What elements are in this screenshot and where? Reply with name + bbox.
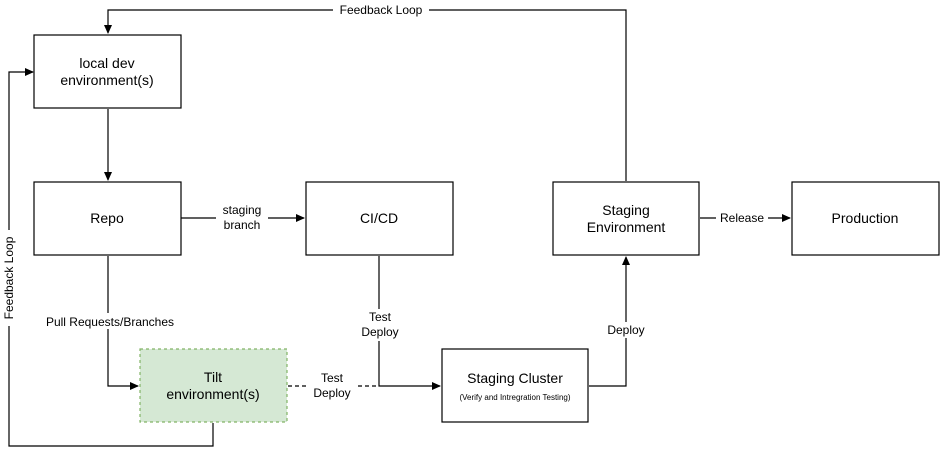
node-staging-environment-label-2: Environment <box>587 219 666 235</box>
node-production-label: Production <box>832 210 899 226</box>
edge-tilt-cluster-label-2: Deploy <box>313 386 350 400</box>
edge-stagingenv-production-label: Release <box>720 211 764 225</box>
node-tilt-label-2: environment(s) <box>166 386 259 402</box>
edge-cluster-stagingenv-label: Deploy <box>607 323 644 337</box>
edge-feedback-left <box>8 68 214 447</box>
node-cicd: CI/CD <box>305 181 454 256</box>
edge-cicd-cluster-label-2: Deploy <box>361 325 398 339</box>
node-tilt: Tilt environment(s) <box>139 348 288 423</box>
node-local-dev-label-2: environment(s) <box>60 72 153 88</box>
edge-feedback-left-label-bg <box>2 230 17 326</box>
edge-cluster-stagingenv <box>589 256 630 387</box>
node-production: Production <box>791 181 940 256</box>
edge-stagingenv-production-label-bg <box>716 210 768 226</box>
edge-cicd-cluster-label-1: Test <box>369 310 392 324</box>
node-local-dev-label-1: local dev <box>79 55 134 71</box>
edge-tilt-cluster-label-1: Test <box>321 371 344 385</box>
edge-tilt-cluster-label-bg <box>308 370 356 402</box>
node-staging-cluster: Staging Cluster (Verify and Intregration… <box>441 348 589 423</box>
node-tilt-label-1: Tilt <box>204 369 222 385</box>
edge-repo-cicd-label-1: staging <box>223 203 262 217</box>
node-staging-cluster-label: Staging Cluster <box>467 370 563 386</box>
edge-cicd-cluster-label-bg <box>354 309 406 341</box>
edge-feedback-top <box>104 9 627 181</box>
edge-feedback-left-label: Feedback Loop <box>2 236 16 319</box>
edge-repo-tilt <box>107 256 139 390</box>
node-repo: Repo <box>33 181 182 256</box>
edge-repo-tilt-label: Pull Requests/Branches <box>46 315 174 329</box>
edge-feedback-top-label-bg <box>333 2 429 17</box>
node-staging-cluster-sublabel: (Verify and Intregration Testing) <box>459 393 570 402</box>
node-cicd-label: CI/CD <box>360 210 398 226</box>
edge-repo-cicd-label-2: branch <box>224 218 261 232</box>
edge-feedback-top-label: Feedback Loop <box>340 3 423 17</box>
node-staging-environment: Staging Environment <box>552 181 700 256</box>
node-local-dev: local dev environment(s) <box>33 34 182 109</box>
edge-repo-cicd-label-bg <box>216 202 268 234</box>
edge-cicd-cluster <box>378 256 441 390</box>
edge-cluster-stagingenv-label-bg <box>602 322 650 338</box>
node-repo-label: Repo <box>90 210 124 226</box>
edge-repo-tilt-label-bg <box>36 313 184 329</box>
node-staging-environment-label-1: Staging <box>602 202 649 218</box>
